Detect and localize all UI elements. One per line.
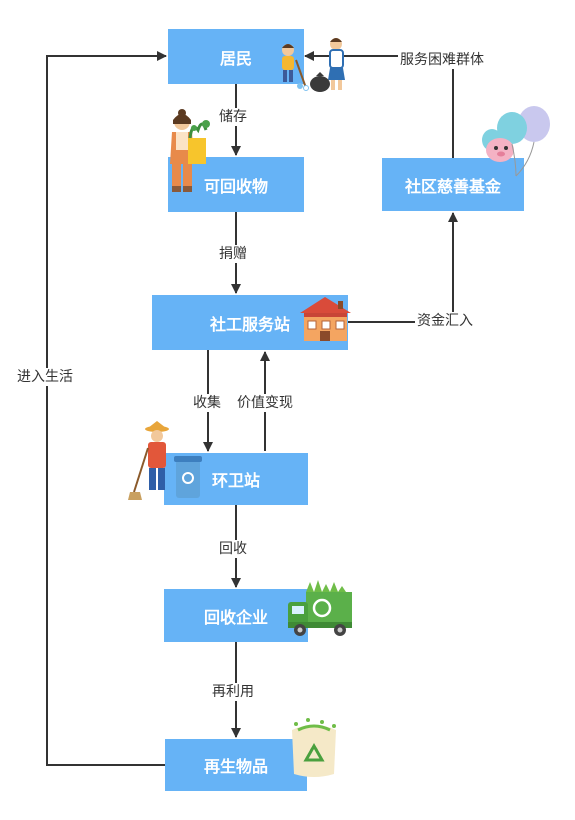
node-charity-fund-label: 社区慈善基金 bbox=[404, 176, 501, 196]
edge-label-reuse: 再利用 bbox=[210, 683, 256, 701]
node-charity-fund: 社区慈善基金 bbox=[382, 158, 524, 211]
node-recycling-company: 回收企业 bbox=[164, 589, 308, 642]
edge-label-collect: 收集 bbox=[191, 394, 223, 412]
node-renewed-goods: 再生物品 bbox=[165, 739, 307, 791]
edge-label-store: 储存 bbox=[217, 108, 249, 126]
edge-fund-inflow bbox=[348, 212, 458, 323]
recycle-bag-icon bbox=[292, 718, 336, 777]
woman-with-bag-icon bbox=[170, 109, 210, 192]
people-cleaning-icon bbox=[282, 38, 345, 92]
node-social-station-label: 社工服务站 bbox=[209, 314, 290, 334]
edge-label-enter-life: 进入生活 bbox=[15, 368, 75, 386]
edge-label-recycle: 回收 bbox=[217, 540, 249, 558]
node-recyclables-label: 可回收物 bbox=[203, 176, 268, 196]
house-icon bbox=[300, 297, 351, 341]
balloons-icon bbox=[482, 106, 550, 177]
node-residents: 居民 bbox=[168, 29, 304, 84]
street-sweeper-icon bbox=[128, 421, 202, 500]
edge-label-serve-needy: 服务困难群体 bbox=[398, 51, 486, 69]
node-residents-label: 居民 bbox=[219, 48, 252, 68]
node-sanitation-station-label: 环卫站 bbox=[211, 471, 260, 490]
node-renewed-goods-label: 再生物品 bbox=[203, 757, 268, 776]
recycling-truck-icon bbox=[288, 580, 352, 636]
node-recycling-company-label: 回收企业 bbox=[203, 607, 268, 627]
edge-label-fund-inflow: 资金汇入 bbox=[415, 312, 475, 330]
edge-label-value-realize: 价值变现 bbox=[235, 394, 295, 412]
edge-label-donate: 捐赠 bbox=[217, 245, 249, 263]
edge-enter-life bbox=[46, 51, 167, 766]
